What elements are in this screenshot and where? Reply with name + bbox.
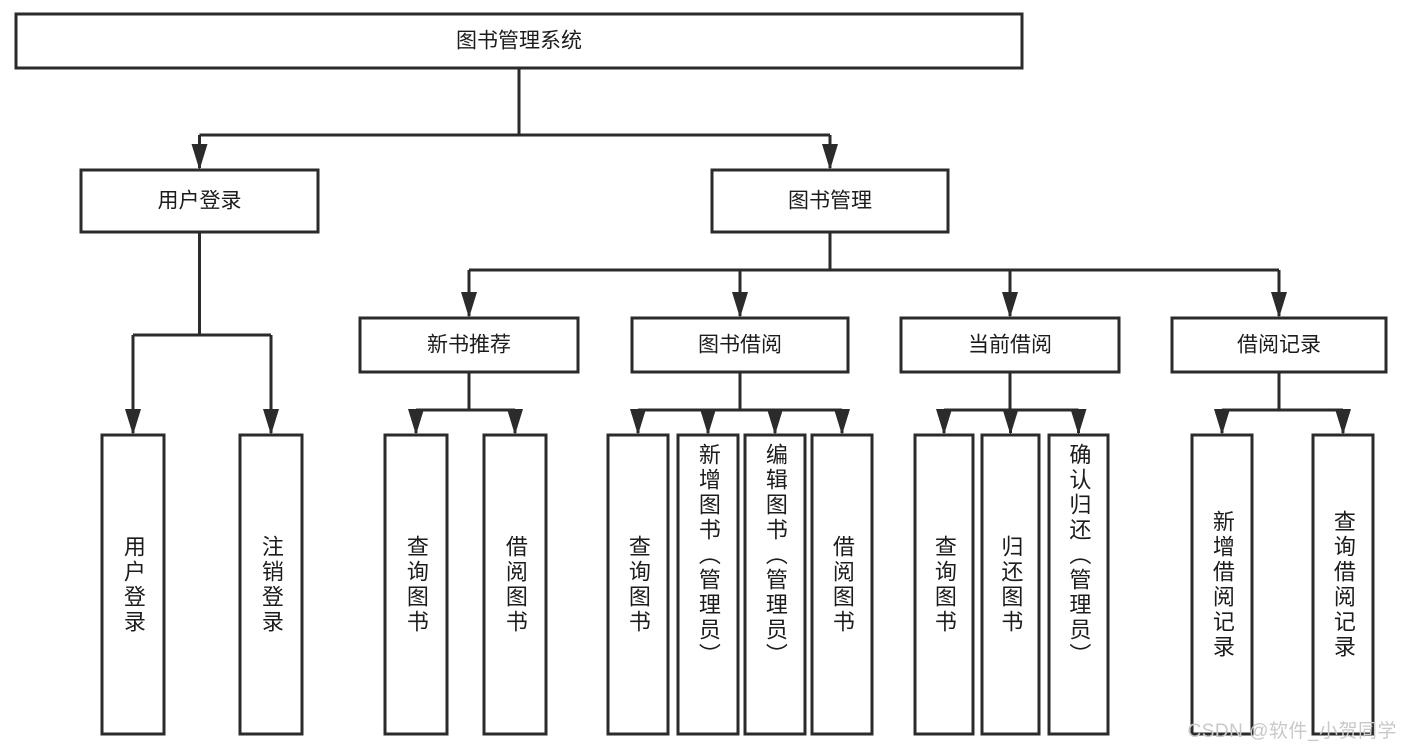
connector-arrowhead xyxy=(1335,409,1351,435)
node-box[interactable] xyxy=(630,316,850,374)
watermark-text: CSDN @软件_小贺同学 xyxy=(1187,721,1397,742)
node-l3-3[interactable]: 借阅记录 xyxy=(1170,316,1388,374)
connectors-layer xyxy=(125,68,1351,435)
node-box[interactable] xyxy=(980,433,1041,736)
node-leaf-12[interactable] xyxy=(1311,433,1375,736)
node-leaf-11[interactable] xyxy=(1190,433,1254,736)
node-leaf-0[interactable] xyxy=(100,433,166,736)
node-box[interactable] xyxy=(358,316,580,374)
node-box[interactable] xyxy=(913,433,975,736)
node-box[interactable] xyxy=(14,12,1024,70)
node-leaf-10[interactable] xyxy=(1047,433,1110,736)
connector-arrowhead xyxy=(125,409,141,435)
node-label: 新书推荐 xyxy=(427,334,511,357)
node-leaf-4[interactable] xyxy=(606,433,670,736)
connector-arrowhead xyxy=(507,409,523,435)
node-box[interactable] xyxy=(1047,433,1110,736)
node-label: 当前借阅 xyxy=(968,334,1052,357)
node-box[interactable] xyxy=(79,168,320,234)
node-box[interactable] xyxy=(710,168,950,234)
node-label: 图书管理 xyxy=(788,190,872,213)
node-l3-1[interactable]: 图书借阅 xyxy=(630,316,850,374)
node-box[interactable] xyxy=(100,433,166,736)
connector-arrowhead xyxy=(822,144,838,170)
node-label: 借阅记录 xyxy=(1237,334,1321,357)
node-label: 图书管理系统 xyxy=(456,30,582,53)
node-label: 图书借阅 xyxy=(698,334,782,357)
node-box[interactable] xyxy=(810,433,874,736)
node-leaf-5[interactable] xyxy=(676,433,740,736)
node-box[interactable] xyxy=(1190,433,1254,736)
connector-arrowhead xyxy=(936,409,952,435)
node-box[interactable] xyxy=(676,433,740,736)
node-leaf-6[interactable] xyxy=(743,433,807,736)
node-l2-0[interactable]: 用户登录 xyxy=(79,168,320,234)
node-root-0[interactable]: 图书管理系统 xyxy=(14,12,1024,70)
node-box[interactable] xyxy=(1170,316,1388,374)
connector-arrowhead xyxy=(461,292,477,318)
node-l3-0[interactable]: 新书推荐 xyxy=(358,316,580,374)
node-leaf-3[interactable] xyxy=(482,433,548,736)
node-l2-1[interactable]: 图书管理 xyxy=(710,168,950,234)
connector-arrowhead xyxy=(1271,292,1287,318)
connector-arrowhead xyxy=(767,409,783,435)
node-box[interactable] xyxy=(899,316,1121,374)
node-label: 用户登录 xyxy=(158,190,242,213)
node-box[interactable] xyxy=(238,433,304,736)
node-leaf-1[interactable] xyxy=(238,433,304,736)
node-leaf-7[interactable] xyxy=(810,433,874,736)
connector-arrowhead xyxy=(700,409,716,435)
connector-arrowhead xyxy=(732,292,748,318)
node-box[interactable] xyxy=(606,433,670,736)
node-l3-2[interactable]: 当前借阅 xyxy=(899,316,1121,374)
node-leaf-2[interactable] xyxy=(383,433,449,736)
node-box[interactable] xyxy=(1311,433,1375,736)
connector-arrowhead xyxy=(191,144,208,170)
connector-arrowhead xyxy=(1002,409,1019,435)
connector-arrowhead xyxy=(1214,409,1230,435)
node-leaf-9[interactable] xyxy=(980,433,1041,736)
node-box[interactable] xyxy=(383,433,449,736)
connector-arrowhead xyxy=(834,409,850,435)
node-box[interactable] xyxy=(482,433,548,736)
connector-arrowhead xyxy=(1070,409,1087,435)
node-leaf-8[interactable] xyxy=(913,433,975,736)
connector-arrowhead xyxy=(408,409,424,435)
connector-arrowhead xyxy=(630,409,646,435)
connector-arrowhead xyxy=(263,409,279,435)
node-box[interactable] xyxy=(743,433,807,736)
connector-arrowhead xyxy=(1002,292,1018,318)
